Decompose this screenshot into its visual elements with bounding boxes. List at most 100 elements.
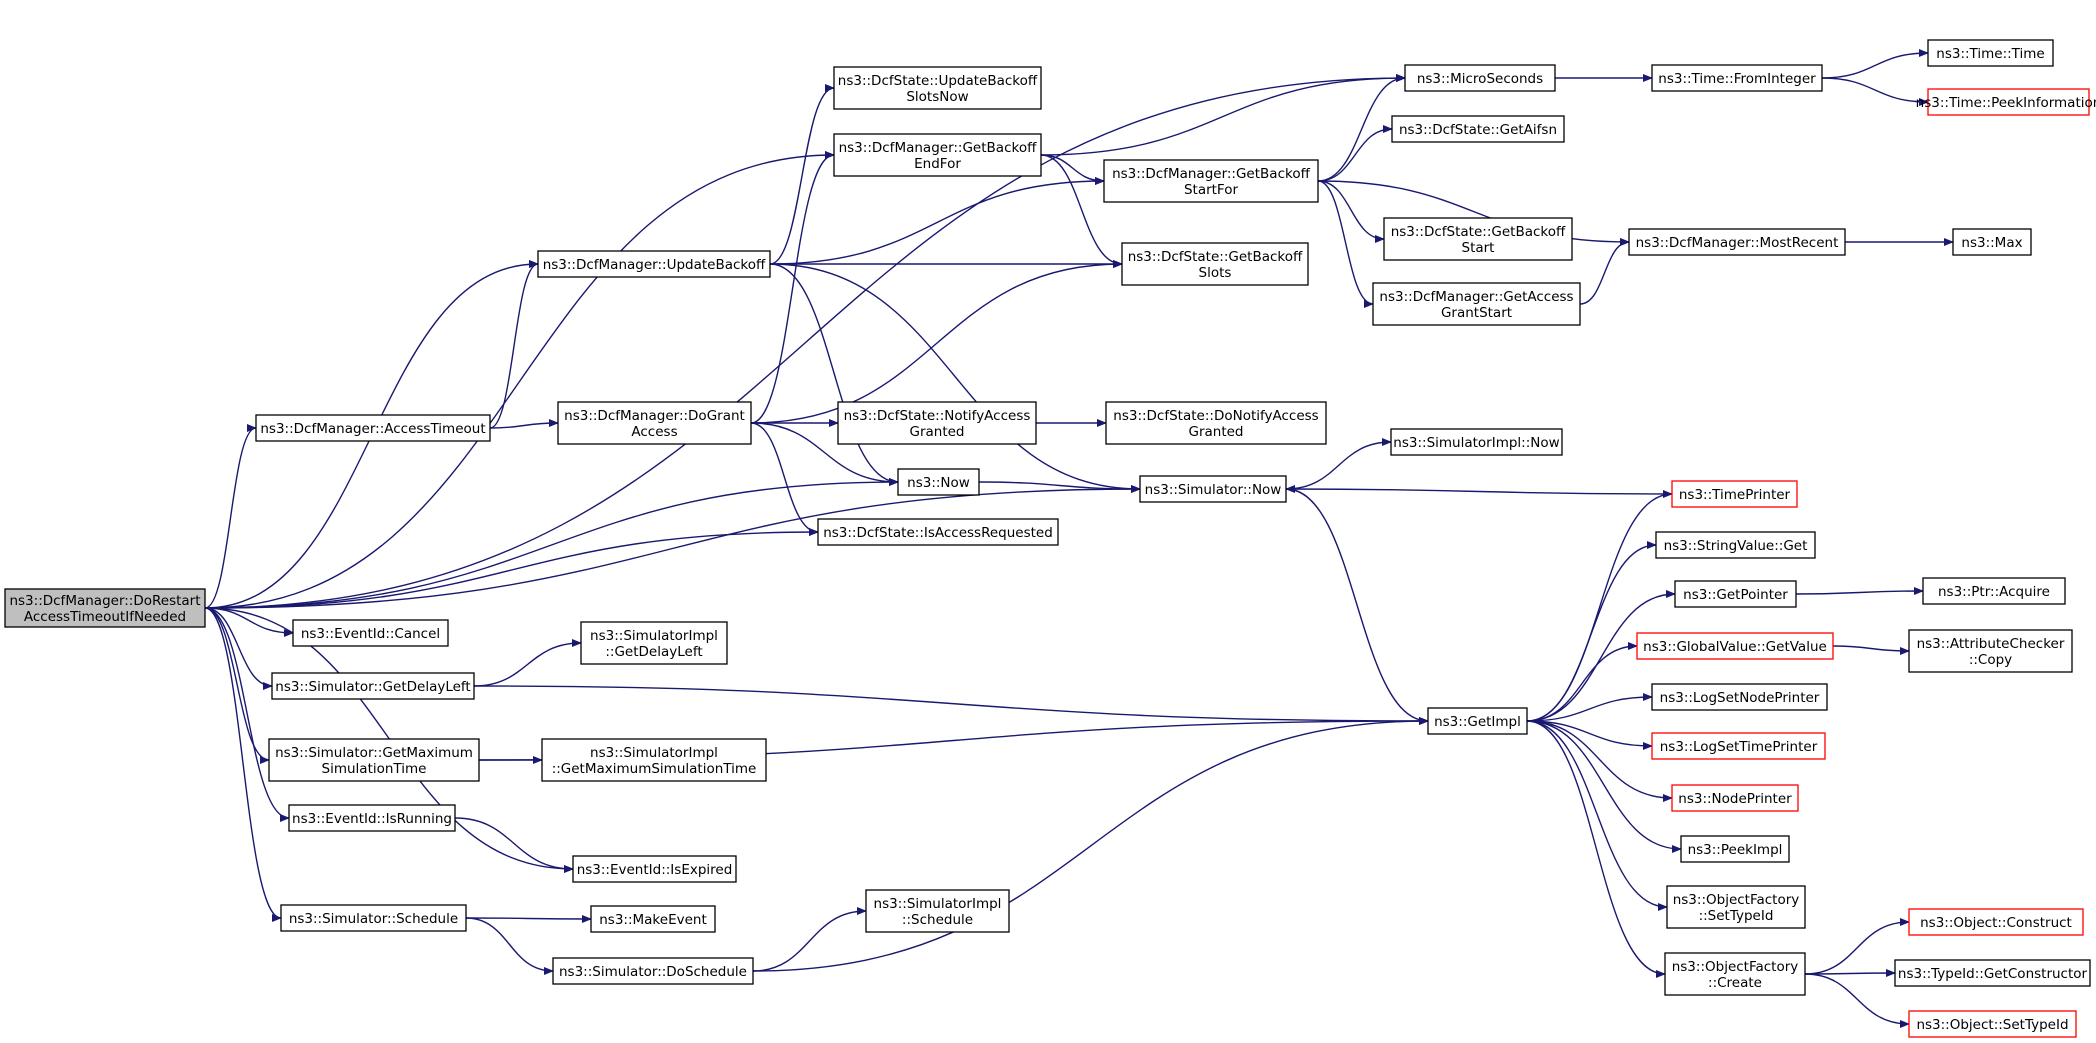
node-box[interactable]: [1674, 580, 1797, 608]
node-from-integer[interactable]: ns3::Time::FromInteger: [1651, 64, 1823, 92]
node-box[interactable]: [255, 414, 491, 442]
node-make-event[interactable]: ns3::MakeEvent: [590, 905, 716, 933]
node-box[interactable]: [1651, 683, 1828, 711]
node-now[interactable]: ns3::Now: [897, 468, 980, 496]
node-get-delay-left[interactable]: ns3::Simulator::GetDelayLeft: [271, 672, 475, 700]
node-update-backoff[interactable]: ns3::DcfManager::UpdateBackoff: [537, 250, 771, 278]
node-box[interactable]: [1666, 885, 1806, 929]
node-peek-information[interactable]: ns3::Time::PeekInformation: [1916, 88, 2096, 116]
node-box[interactable]: [4, 588, 206, 628]
node-get-pointer[interactable]: ns3::GetPointer: [1674, 580, 1797, 608]
node-get-max-sim-time[interactable]: ns3::Simulator::GetMaximumSimulationTime: [268, 738, 480, 782]
node-is-expired[interactable]: ns3::EventId::IsExpired: [572, 855, 737, 883]
node-box[interactable]: [288, 804, 456, 832]
node-global-value-get-value[interactable]: ns3::GlobalValue::GetValue: [1636, 632, 1834, 660]
node-box[interactable]: [271, 672, 475, 700]
node-box[interactable]: [1927, 88, 2090, 116]
node-object-set-type-id[interactable]: ns3::Object::SetTypeId: [1908, 1010, 2077, 1038]
node-box[interactable]: [1671, 480, 1798, 508]
node-sim-impl-get-delay-left[interactable]: ns3::SimulatorImpl::GetDelayLeft: [580, 621, 728, 665]
node-get-impl[interactable]: ns3::GetImpl: [1427, 707, 1528, 735]
node-box[interactable]: [1908, 1010, 2077, 1038]
node-event-id-cancel[interactable]: ns3::EventId::Cancel: [292, 619, 449, 647]
node-box[interactable]: [1391, 115, 1565, 143]
node-box[interactable]: [1922, 577, 2066, 605]
node-do-schedule[interactable]: ns3::Simulator::DoSchedule: [552, 957, 754, 985]
node-object-construct[interactable]: ns3::Object::Construct: [1908, 908, 2084, 936]
node-box[interactable]: [833, 133, 1042, 177]
node-simulator-now[interactable]: ns3::Simulator::Now: [1139, 475, 1287, 503]
node-type-id-get-constructor[interactable]: ns3::TypeId::GetConstructor: [1894, 959, 2091, 987]
node-micro-seconds[interactable]: ns3::MicroSeconds: [1404, 64, 1556, 92]
node-box[interactable]: [552, 957, 754, 985]
node-box[interactable]: [817, 518, 1059, 546]
node-is-running[interactable]: ns3::EventId::IsRunning: [288, 804, 456, 832]
node-box[interactable]: [280, 904, 467, 932]
node-box[interactable]: [557, 401, 752, 445]
node-box[interactable]: [1655, 531, 1816, 559]
node-node-printer[interactable]: ns3::NodePrinter: [1671, 784, 1799, 812]
node-box[interactable]: [1427, 707, 1528, 735]
node-box[interactable]: [1636, 632, 1834, 660]
node-box[interactable]: [541, 738, 767, 782]
node-box[interactable]: [1404, 64, 1556, 92]
node-box[interactable]: [1121, 242, 1309, 286]
node-ptr-acquire[interactable]: ns3::Ptr::Acquire: [1922, 577, 2066, 605]
node-box[interactable]: [292, 619, 449, 647]
node-box[interactable]: [1927, 39, 2054, 67]
node-box[interactable]: [580, 621, 728, 665]
node-log-set-node-printer[interactable]: ns3::LogSetNodePrinter: [1651, 683, 1828, 711]
node-box[interactable]: [1894, 959, 2091, 987]
node-time-printer[interactable]: ns3::TimePrinter: [1671, 480, 1798, 508]
node-obj-factory-create[interactable]: ns3::ObjectFactory::Create: [1664, 952, 1806, 996]
node-is-access-requested[interactable]: ns3::DcfState::IsAccessRequested: [817, 518, 1059, 546]
node-access-timeout[interactable]: ns3::DcfManager::AccessTimeout: [255, 414, 491, 442]
node-box[interactable]: [1390, 428, 1563, 456]
node-box[interactable]: [1651, 64, 1823, 92]
node-max[interactable]: ns3::Max: [1952, 228, 2032, 256]
node-obj-factory-set-type-id[interactable]: ns3::ObjectFactory::SetTypeId: [1666, 885, 1806, 929]
node-peek-impl[interactable]: ns3::PeekImpl: [1680, 835, 1790, 863]
node-box[interactable]: [268, 738, 480, 782]
node-box[interactable]: [1908, 908, 2084, 936]
node-box[interactable]: [865, 889, 1010, 933]
node-box[interactable]: [1908, 629, 2073, 673]
node-time-time[interactable]: ns3::Time::Time: [1927, 39, 2054, 67]
node-box[interactable]: [1671, 784, 1799, 812]
node-box[interactable]: [1103, 159, 1319, 203]
node-box[interactable]: [1952, 228, 2032, 256]
node-box[interactable]: [1105, 401, 1327, 445]
node-box[interactable]: [1383, 217, 1573, 261]
node-box[interactable]: [572, 855, 737, 883]
node-box[interactable]: [1139, 475, 1287, 503]
node-attr-checker-copy[interactable]: ns3::AttributeChecker::Copy: [1908, 629, 2073, 673]
node-box[interactable]: [1628, 228, 1846, 256]
node-box[interactable]: [1372, 282, 1581, 326]
node-box[interactable]: [897, 468, 980, 496]
node-log-set-time-printer[interactable]: ns3::LogSetTimePrinter: [1651, 732, 1826, 760]
node-sim-impl-schedule[interactable]: ns3::SimulatorImpl::Schedule: [865, 889, 1010, 933]
node-schedule[interactable]: ns3::Simulator::Schedule: [280, 904, 467, 932]
node-root[interactable]: ns3::DcfManager::DoRestartAccessTimeoutI…: [4, 588, 206, 628]
node-box[interactable]: [833, 66, 1042, 110]
node-box[interactable]: [590, 905, 716, 933]
node-box[interactable]: [1680, 835, 1790, 863]
node-box[interactable]: [537, 250, 771, 278]
node-most-recent[interactable]: ns3::DcfManager::MostRecent: [1628, 228, 1846, 256]
node-sim-impl-now[interactable]: ns3::SimulatorImpl::Now: [1390, 428, 1563, 456]
node-box[interactable]: [1664, 952, 1806, 996]
node-get-aifsn[interactable]: ns3::DcfState::GetAifsn: [1391, 115, 1565, 143]
node-string-value-get[interactable]: ns3::StringValue::Get: [1655, 531, 1816, 559]
node-box[interactable]: [1651, 732, 1826, 760]
node-box[interactable]: [837, 401, 1037, 445]
node-sim-impl-get-max-sim-time[interactable]: ns3::SimulatorImpl::GetMaximumSimulation…: [541, 738, 767, 782]
